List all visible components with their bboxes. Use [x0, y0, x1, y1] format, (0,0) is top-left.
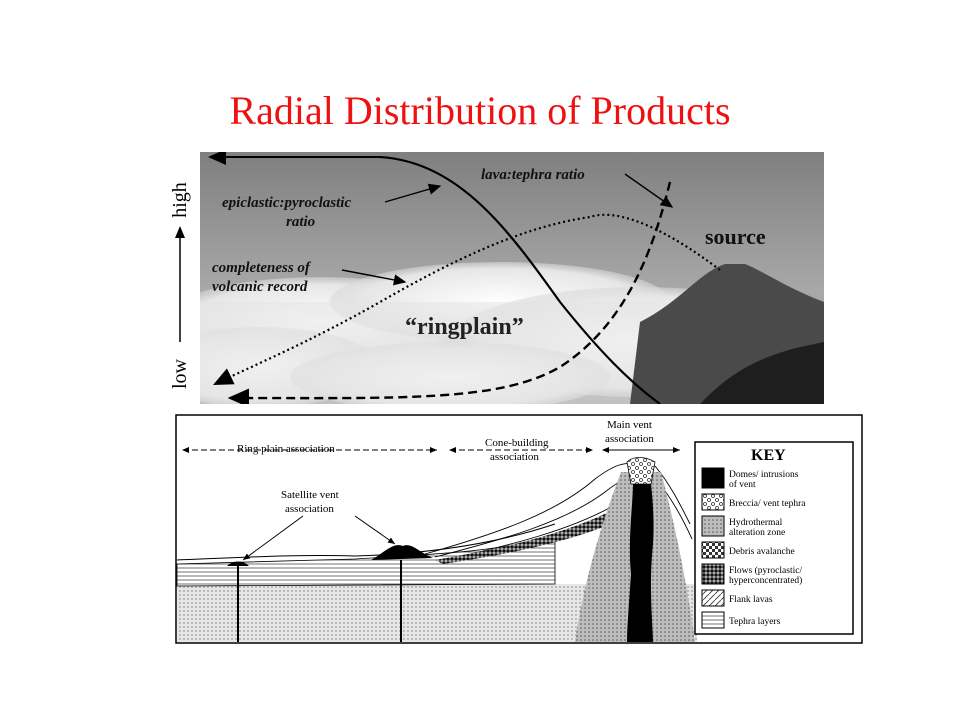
- key-item-tephra: Tephra layers: [701, 611, 781, 629]
- key-item-domes-text-2: of vent: [729, 479, 756, 490]
- completeness-curve: [213, 213, 721, 385]
- pointer-completeness: [341, 269, 407, 286]
- key-item-domes-text-1: Domes/ intrusions: [729, 470, 799, 480]
- pointer-lava: [624, 173, 674, 208]
- axis-high-label: high: [169, 182, 191, 218]
- key-item-tephra-text: Tephra layers: [729, 617, 781, 627]
- label-ring-plain: Ring plain association: [237, 443, 335, 455]
- satellite-pointer-left: [242, 515, 304, 561]
- lava-tephra-curve: [227, 181, 672, 404]
- key-item-flank-lavas: Flank lavas: [701, 589, 773, 607]
- label-source: source: [705, 224, 766, 249]
- key-item-breccia: Breccia/ vent tephra: [701, 493, 806, 511]
- label-ringplain: “ringplain”: [405, 314, 524, 340]
- slide-title: Radial Distribution of Products: [229, 88, 731, 133]
- key-item-flows-text-1: Flows (pyroclastic/: [729, 565, 802, 576]
- axis-arrowhead: [175, 226, 185, 238]
- label-cone-building-2: association: [490, 451, 539, 463]
- label-satellite-2: association: [285, 503, 334, 515]
- cross-section-diagram: Ring plain association Cone-building ass…: [175, 414, 863, 644]
- cloud-bank: [200, 262, 824, 404]
- label-lava-tephra: lava:tephra ratio: [481, 167, 585, 183]
- key-item-flank-lavas-text: Flank lavas: [729, 595, 773, 605]
- key-item-hydrothermal: Hydrothermal alteration zone: [701, 515, 785, 538]
- vent-breccia: [626, 457, 656, 485]
- key-item-flows: Flows (pyroclastic/ hyperconcentrated): [701, 563, 802, 586]
- key-item-hydrothermal-text-2: alteration zone: [729, 528, 785, 538]
- main-vent-intrusion: [627, 464, 654, 642]
- pointer-epiclastic: [384, 183, 442, 203]
- axis-low-label: low: [169, 358, 191, 389]
- key-item-hydrothermal-text-1: Hydrothermal: [729, 518, 783, 528]
- satellite-small-cone: [227, 561, 249, 566]
- label-epiclastic-1: epiclastic:pyroclastic: [222, 195, 351, 211]
- label-main-vent-2: association: [605, 433, 654, 445]
- label-completeness-1: completeness of: [212, 260, 312, 276]
- key-item-domes: Domes/ intrusions of vent: [701, 467, 799, 490]
- trend-curves-panel: lava:tephra ratio epiclastic:pyroclastic…: [200, 152, 824, 404]
- label-main-vent-1: Main vent: [607, 419, 652, 431]
- satellite-cone: [371, 545, 433, 560]
- key-item-debris-text: Debris avalanche: [729, 547, 795, 557]
- epiclastic-curve-body: [379, 155, 661, 404]
- relative-axis: high low: [169, 182, 191, 389]
- satellite-pointer-right: [354, 515, 396, 545]
- key-item-debris: Debris avalanche: [701, 541, 795, 559]
- label-completeness-2: volcanic record: [212, 279, 308, 295]
- foreground-ridge: [700, 342, 824, 404]
- flows-layer: [435, 509, 621, 564]
- key-item-breccia-text: Breccia/ vent tephra: [729, 499, 806, 509]
- label-epiclastic-2: ratio: [286, 214, 315, 230]
- legend-key: KEY Domes/ intrusions of vent Breccia/ v…: [694, 441, 854, 635]
- label-cone-building-1: Cone-building: [485, 437, 549, 449]
- key-item-flows-text-2: hyperconcentrated): [729, 575, 802, 586]
- label-satellite-1: Satellite vent: [281, 489, 339, 501]
- key-title: KEY: [751, 447, 786, 464]
